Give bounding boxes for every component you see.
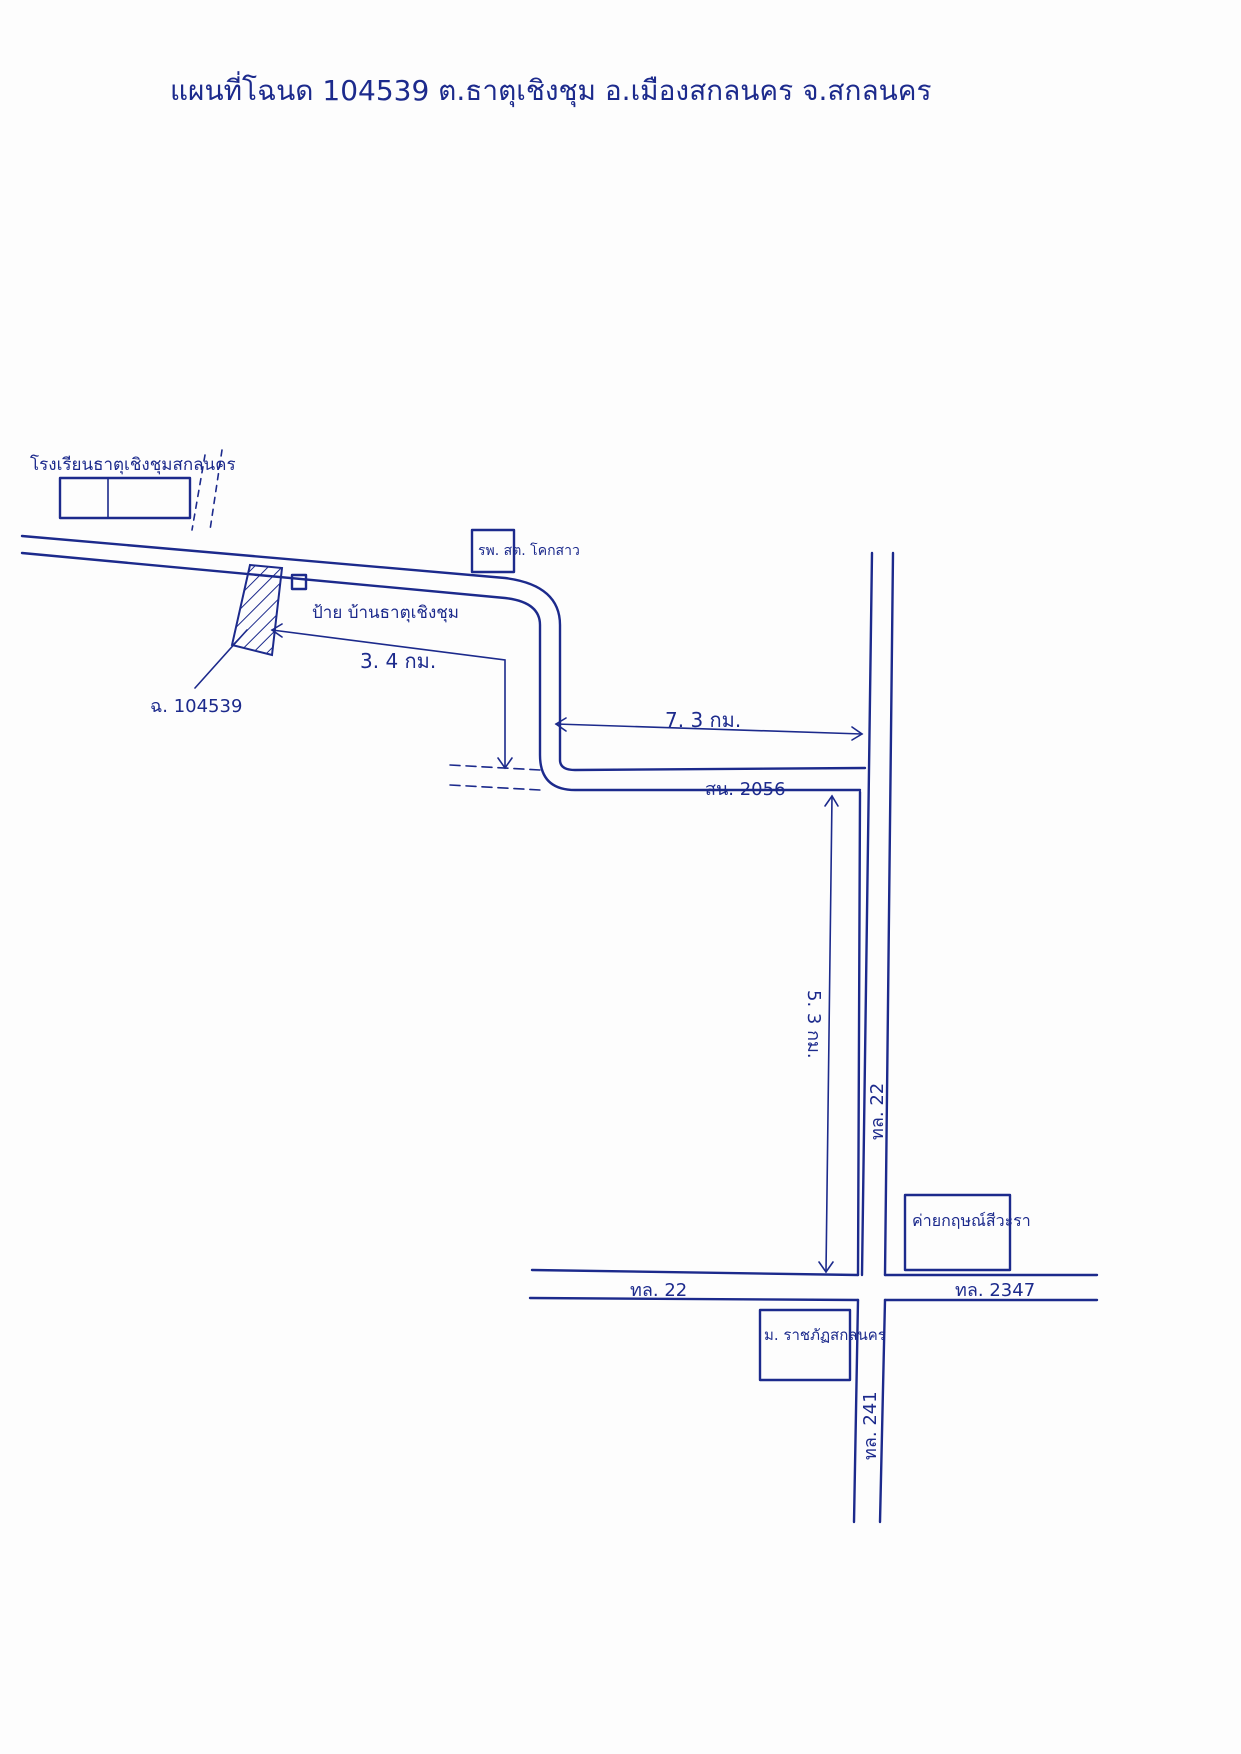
distance-label-3: 5. 3 กม.: [803, 990, 824, 1059]
distance-bend-to-hwy22: 7. 3 กม.: [554, 708, 864, 741]
camp-landmark: ค่ายกฤษณ์สีวะรา: [903, 1193, 1031, 1272]
distance-junction-to-intersection: 5. 3 กม.: [803, 794, 839, 1274]
distance-plot-to-bend: 3. 4 กม.: [270, 623, 513, 770]
village-sign-label: ป้าย บ้านธาตุเชิงชุม: [312, 603, 459, 623]
camp-label: ค่ายกฤษณ์สีวะรา: [912, 1211, 1031, 1230]
distance-label-1: 3. 4 กม.: [360, 649, 436, 673]
school-label: โรงเรียนธาตุเชิงชุมสกลนคร: [30, 454, 236, 475]
intersection-roads: [528, 1268, 1099, 1524]
hwy22-vertical-label: ทล. 22: [867, 1083, 888, 1140]
hospital-landmark: รพ. สต. โคกสาว: [470, 528, 580, 574]
university-label: ม. ราชภัฏสกลนคร: [764, 1326, 886, 1344]
road-dashed-extension: [449, 764, 541, 791]
land-plot: ฉ. 104539: [150, 563, 284, 717]
university-landmark: ม. ราชภัฏสกลนคร: [758, 1308, 886, 1382]
hwy22-horizontal-label: ทล. 22: [630, 1280, 687, 1301]
local-road-label: สน. 2056: [705, 779, 786, 800]
map-title: แผนที่โฉนด 104539 ต.ธาตุเชิงชุม อ.เมืองส…: [170, 71, 932, 108]
village-road: [20, 534, 867, 792]
hwy22-vertical: [856, 551, 895, 1277]
school-landmark: โรงเรียนธาตุเชิงชุมสกลนคร: [30, 449, 236, 531]
hwy2347-label: ทล. 2347: [955, 1280, 1035, 1301]
village-sign: ป้าย บ้านธาตุเชิงชุม: [290, 573, 459, 623]
hwy241-label: ทล. 241: [860, 1391, 881, 1460]
distance-label-2: 7. 3 กม.: [665, 708, 741, 732]
hospital-label: รพ. สต. โคกสาว: [478, 542, 580, 559]
plot-label: ฉ. 104539: [150, 696, 242, 717]
